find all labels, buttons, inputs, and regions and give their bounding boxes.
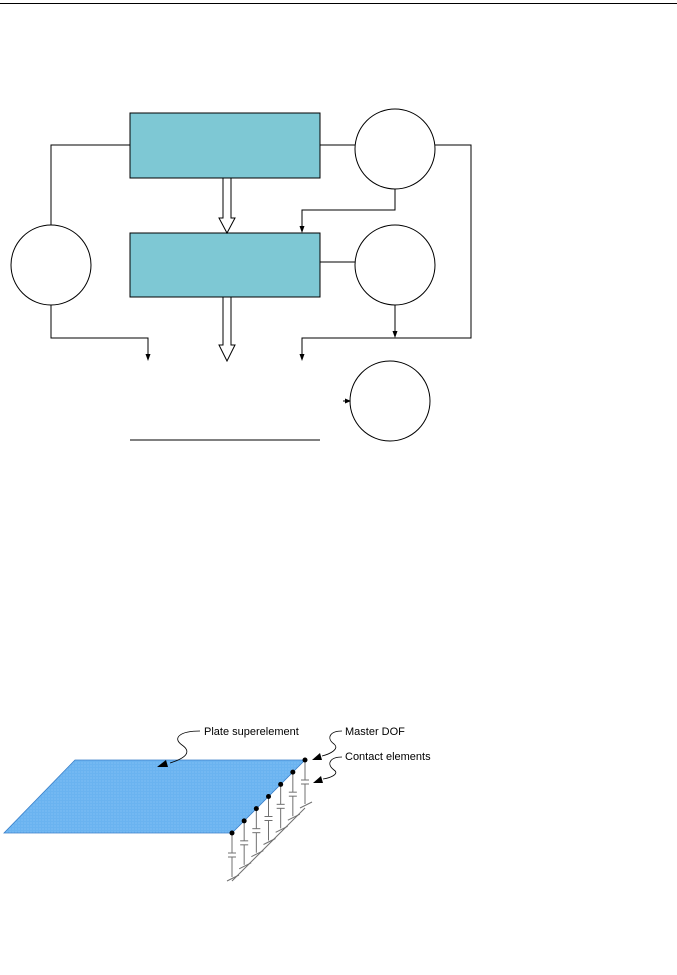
arrowhead-right-result xyxy=(299,354,305,361)
block-arrow-middle-to-result xyxy=(218,296,236,363)
ground-hatch xyxy=(251,850,264,858)
plate-superelement-label: Plate superelement xyxy=(204,726,299,738)
ground-hatch xyxy=(299,801,313,809)
connector-circle-to-middle-box xyxy=(301,189,396,228)
middle-process-box xyxy=(129,232,321,298)
circle-right-top xyxy=(354,108,436,190)
ground-hatch xyxy=(287,813,301,821)
plate-leader-line xyxy=(169,730,201,764)
ground-hatch xyxy=(263,838,276,845)
master-dof-node xyxy=(266,794,271,799)
circle-right-bottom xyxy=(349,360,431,442)
master-dof-label: Master DOF xyxy=(345,726,405,738)
top-process-box xyxy=(129,112,321,179)
ground-hatch xyxy=(238,862,252,870)
master-dof-node xyxy=(229,830,235,836)
arrowhead-left-result xyxy=(145,354,151,361)
connector-left-top xyxy=(50,144,130,225)
master-dof-node xyxy=(241,818,247,824)
circle-left xyxy=(10,224,92,306)
circle-right-middle xyxy=(354,224,436,306)
arrowhead-bottom-circle xyxy=(345,398,351,404)
ground-hatch xyxy=(275,825,288,833)
connector-right-outer xyxy=(301,144,472,356)
contact-leader-arrowhead xyxy=(313,776,323,783)
master-dof-node xyxy=(278,781,284,787)
flowchart xyxy=(10,108,472,442)
master-dof-nodes xyxy=(229,757,308,836)
arrowhead-middle-box xyxy=(299,226,305,233)
block-arrow-top-to-middle xyxy=(218,177,236,235)
master-dof-node xyxy=(290,769,296,775)
contact-element-supports xyxy=(226,760,313,882)
master-dof-leader-line xyxy=(321,730,343,757)
plate-leader-arrowhead xyxy=(157,760,168,767)
contact-leader-line xyxy=(322,756,343,780)
master-dof-node xyxy=(302,757,308,763)
master-dof-node xyxy=(253,806,259,812)
master-dof-leader-arrowhead xyxy=(312,753,322,760)
connector-left-bottom xyxy=(50,305,149,356)
plate-superelement xyxy=(3,759,306,834)
contact-elements-label: Contact elements xyxy=(345,751,431,763)
plate-diagram: Plate superelement Master DOF Contact el… xyxy=(3,726,431,882)
arrowhead-circle-down xyxy=(392,331,398,338)
ground-line xyxy=(231,807,306,882)
ground-hatch xyxy=(226,874,240,882)
